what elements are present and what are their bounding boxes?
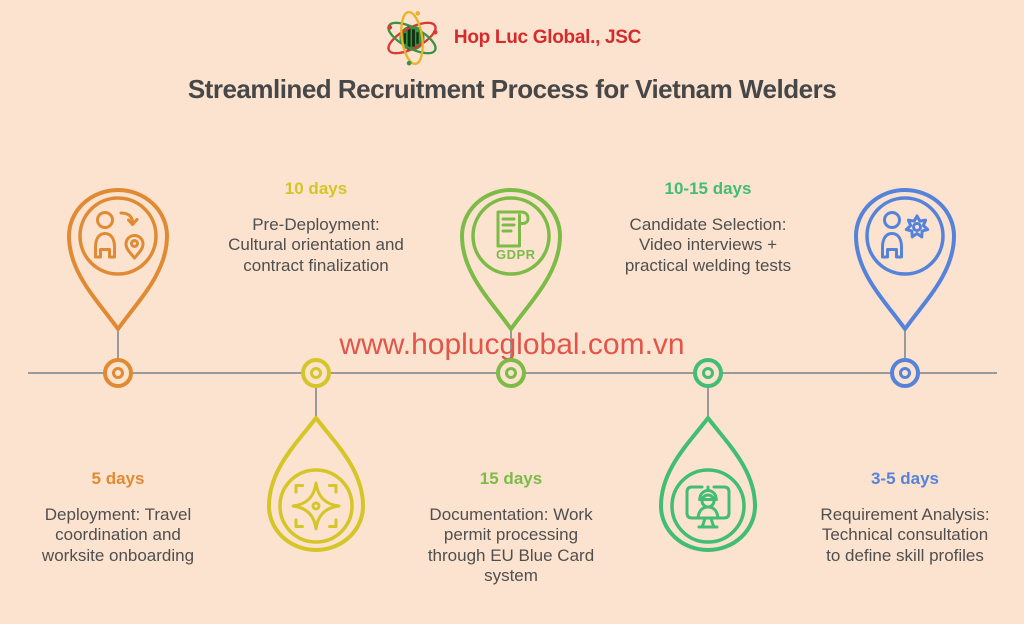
step-days-label: 10 days	[284, 179, 348, 198]
step-description: Documentation: Work permit processing th…	[427, 505, 595, 586]
connector-step-4	[707, 373, 709, 418]
timeline-node-4	[693, 358, 723, 388]
person-gear-icon	[881, 211, 930, 259]
connector-step-1	[117, 327, 119, 374]
marker-teardrop-pre-deployment	[267, 416, 365, 552]
person-transfer-icon	[94, 211, 145, 260]
step-deployment: 5 days Deployment: Travel coordination a…	[3, 469, 233, 566]
brand-logo-icon	[387, 10, 438, 66]
timeline-node-2	[301, 358, 331, 388]
gdpr-document-icon: GDPR	[496, 210, 536, 262]
video-interview-icon	[685, 485, 731, 529]
watermark-url: www.hoplucglobal.com.vn	[339, 328, 685, 361]
marker-pin-requirement-analysis	[854, 188, 956, 331]
step-days-label: 15 days	[479, 469, 543, 488]
page-title: Streamlined Recruitment Process for Viet…	[187, 74, 837, 104]
step-description: Pre-Deployment: Cultural orientation and…	[228, 215, 404, 275]
marker-teardrop-candidate-selection	[659, 416, 757, 552]
header: Hop Luc Global., JSC	[0, 8, 1024, 68]
svg-text:GDPR: GDPR	[496, 247, 536, 262]
connector-step-3	[510, 327, 512, 374]
marker-pin-documentation: GDPR	[460, 188, 562, 331]
step-days-label: 3-5 days	[870, 469, 940, 488]
compass-star-icon	[291, 481, 341, 531]
timeline-node-1	[103, 358, 133, 388]
brand-name: Hop Luc Global., JSC	[453, 27, 642, 48]
step-requirement-analysis: 3-5 days Requirement Analysis: Technical…	[790, 469, 1020, 566]
step-description: Candidate Selection: Video interviews + …	[624, 215, 792, 275]
timeline-node-5	[890, 358, 920, 388]
connector-step-2	[315, 373, 317, 418]
step-description: Requirement Analysis: Technical consulta…	[820, 505, 990, 565]
connector-step-5	[904, 327, 906, 374]
marker-pin-deployment	[67, 188, 169, 331]
step-candidate-selection: 10-15 days Candidate Selection: Video in…	[593, 179, 823, 276]
timeline-node-3	[496, 358, 526, 388]
step-pre-deployment: 10 days Pre-Deployment: Cultural orienta…	[201, 179, 431, 276]
step-documentation: 15 days Documentation: Work permit proce…	[396, 469, 626, 587]
step-description: Deployment: Travel coordination and work…	[41, 505, 195, 565]
step-days-label: 10-15 days	[664, 179, 752, 198]
step-days-label: 5 days	[91, 469, 145, 488]
